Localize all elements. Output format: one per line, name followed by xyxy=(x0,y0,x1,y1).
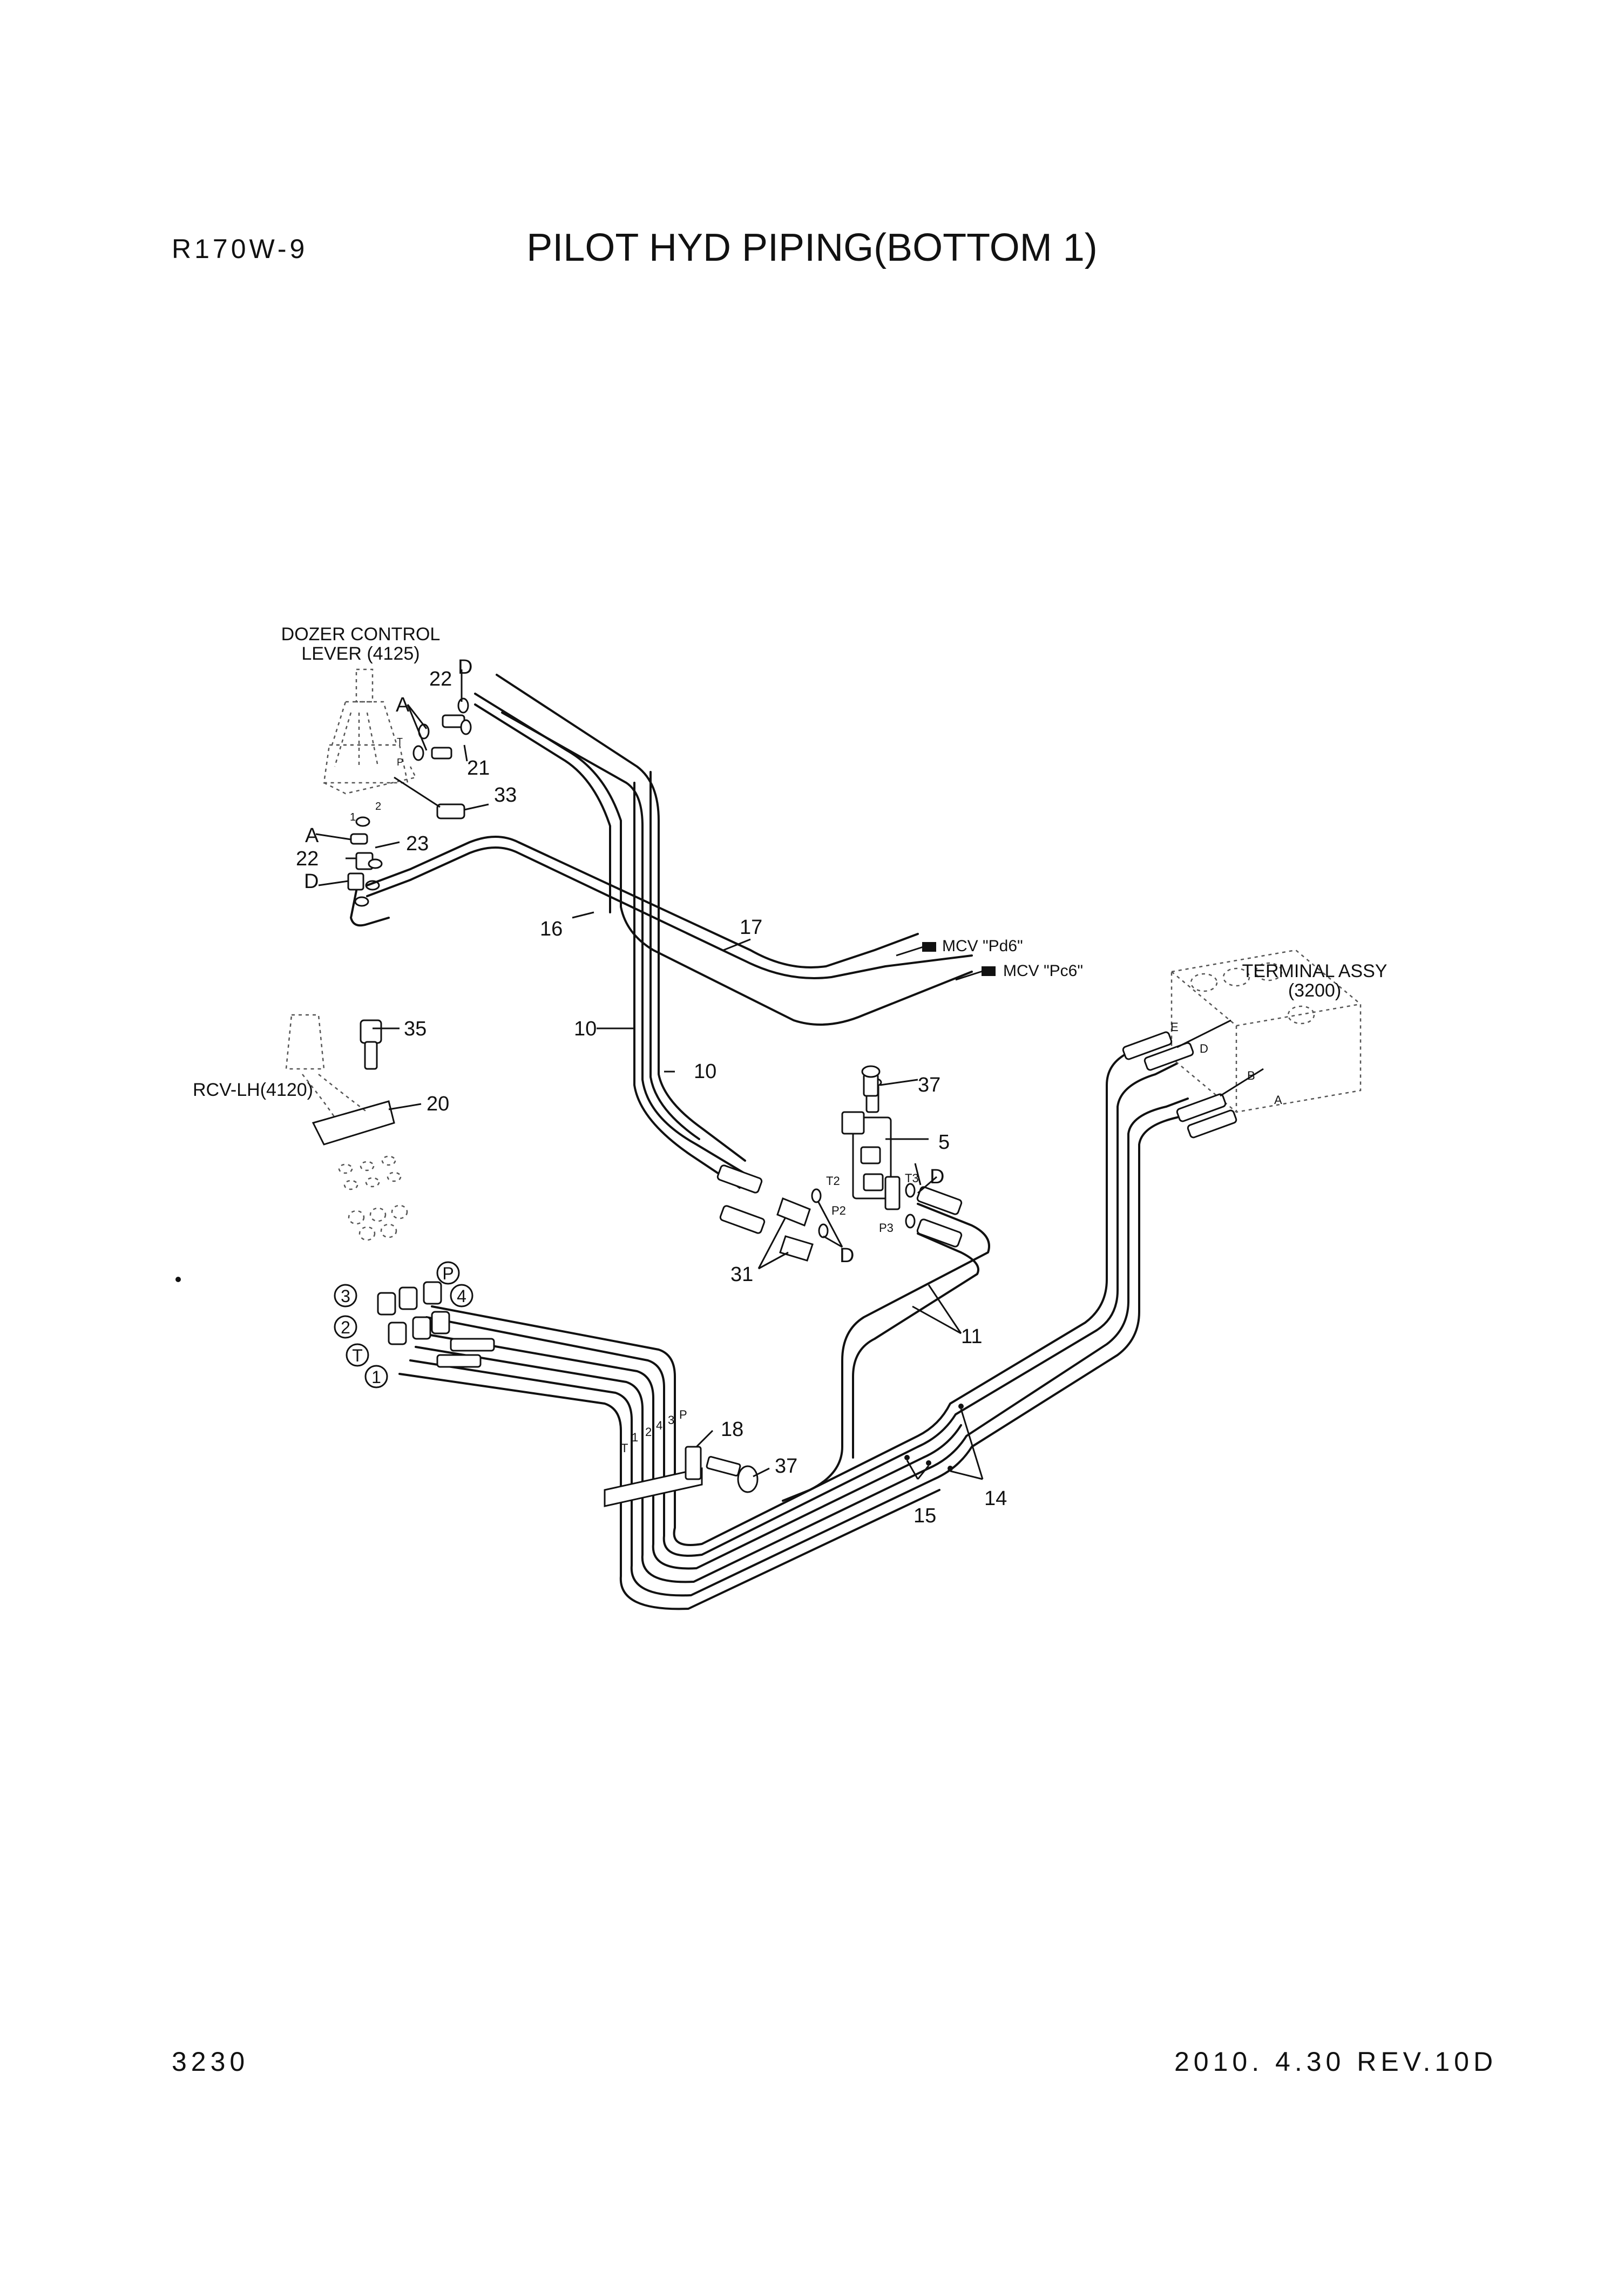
part-20: 20 xyxy=(427,1093,449,1115)
rcv-hose-fittings xyxy=(377,1281,495,1368)
part-10-left: 10 xyxy=(574,1018,597,1040)
terminal-port-e: E xyxy=(1170,1020,1179,1034)
part-35: 35 xyxy=(404,1018,427,1040)
mcv-pc6-label: MCV "Pc6" xyxy=(1003,962,1083,980)
model-code: R170W-9 xyxy=(172,234,308,264)
mcv-markers xyxy=(896,942,996,981)
port-d-upper: D xyxy=(458,656,472,679)
hose-tag-4: 4 xyxy=(656,1419,662,1432)
port-d-block-bottom: D xyxy=(840,1244,854,1267)
part-5: 5 xyxy=(938,1131,950,1154)
callout-p: P xyxy=(442,1264,454,1283)
port-p3: P3 xyxy=(879,1221,894,1235)
port-a-upper: A xyxy=(396,694,410,716)
callout-2: 2 xyxy=(341,1318,350,1337)
terminal-port-b: B xyxy=(1247,1069,1255,1082)
part-11: 11 xyxy=(961,1325,982,1348)
distribution-block-5 xyxy=(776,1077,916,1262)
callout-3: 3 xyxy=(341,1286,350,1306)
lever-port-p: P xyxy=(397,757,403,768)
hose-ends-10 xyxy=(716,1164,766,1234)
hose-tag-2: 2 xyxy=(645,1425,652,1439)
terminal-port-d: D xyxy=(1200,1042,1208,1055)
port-letter-labels: A D A D D D T2 T3 P2 P3 E D B A T P 1 2 … xyxy=(304,656,1282,1455)
pipe-16 xyxy=(350,836,973,979)
port-d-block-right: D xyxy=(930,1166,944,1188)
pipe-17 xyxy=(474,693,973,1026)
hose-tag-1: 1 xyxy=(632,1431,638,1444)
terminal-port-a: A xyxy=(1274,1093,1282,1107)
callout-t: T xyxy=(352,1346,363,1365)
mcv-pd6-label: MCV "Pd6" xyxy=(942,937,1023,955)
terminal-fittings xyxy=(1122,1019,1264,1139)
hose-tag-t: T xyxy=(621,1441,628,1455)
revision-date: 2010. 4.30 REV.10D xyxy=(1174,2047,1498,2077)
pipe-10 xyxy=(496,674,752,1189)
callout-4: 4 xyxy=(457,1286,466,1306)
dozer-lever-label-line1: DOZER CONTROL xyxy=(281,624,441,645)
part-21: 21 xyxy=(467,757,490,780)
port-a-lower: A xyxy=(305,824,319,847)
part-37-upper: 37 xyxy=(918,1074,940,1096)
leader-lines xyxy=(315,669,984,1480)
part-16: 16 xyxy=(540,918,563,940)
part-10-right: 10 xyxy=(694,1060,716,1083)
port-t3: T3 xyxy=(905,1171,919,1185)
port-p2: P2 xyxy=(831,1204,846,1217)
part-33: 33 xyxy=(494,784,517,807)
part-15: 15 xyxy=(914,1505,936,1527)
hose-tag-p: P xyxy=(679,1408,687,1421)
rcv-lh-outline xyxy=(285,1014,408,1241)
rcv-hose-bundle xyxy=(398,1041,1205,1610)
bolt-37-lower xyxy=(706,1456,759,1493)
part-18: 18 xyxy=(721,1418,743,1441)
part-23: 23 xyxy=(406,832,429,855)
part-14: 14 xyxy=(984,1487,1007,1510)
part-number-labels: 22 21 33 22 23 16 17 10 10 35 20 37 5 31… xyxy=(296,668,1007,1527)
part-22-lower: 22 xyxy=(296,848,319,870)
part-31: 31 xyxy=(730,1263,753,1286)
lever-port-1: 1 xyxy=(350,811,356,823)
callout-1: 1 xyxy=(371,1367,381,1387)
component-labels: DOZER CONTROL LEVER (4125) RCV-LH(4120) … xyxy=(193,624,1387,1100)
lever-port-2: 2 xyxy=(375,801,381,812)
port-d-lower: D xyxy=(304,870,319,893)
terminal-assy-label-line1: TERMINAL ASSY xyxy=(1242,961,1388,981)
port-t2: T2 xyxy=(826,1174,840,1188)
dozer-control-lever-outline xyxy=(323,668,417,795)
hose-tag-3: 3 xyxy=(668,1413,674,1427)
dozer-lever-label-line2: LEVER (4125) xyxy=(301,643,419,664)
part-22-upper: 22 xyxy=(429,668,452,690)
part-37-lower: 37 xyxy=(775,1455,797,1478)
page-title: PILOT HYD PIPING(BOTTOM 1) xyxy=(526,226,1098,269)
page-number: 3230 xyxy=(172,2047,249,2077)
circled-callouts: 3 2 T 1 P 4 xyxy=(334,1261,473,1388)
bolt-37-upper xyxy=(861,1065,881,1097)
pipe-11 xyxy=(782,1186,990,1502)
rcv-lh-label: RCV-LH(4120) xyxy=(193,1080,313,1100)
part-17: 17 xyxy=(740,916,762,939)
lever-fittings xyxy=(347,697,472,907)
terminal-assy-label-line2: (3200) xyxy=(1288,980,1341,1001)
lever-port-t: T xyxy=(397,736,403,747)
clamp-18 xyxy=(604,1446,703,1507)
cable-tie-points xyxy=(175,1277,964,1471)
